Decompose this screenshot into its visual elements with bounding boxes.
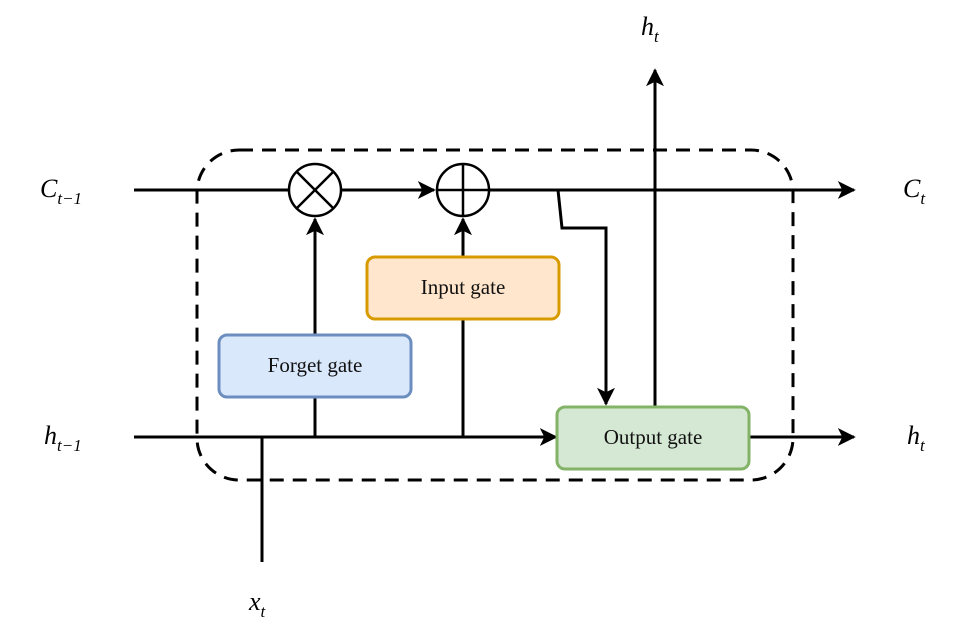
- forget-gate: Forget gate: [217, 333, 413, 399]
- label-h-top: ht: [641, 12, 660, 46]
- output-gate: Output gate: [555, 405, 751, 471]
- label-h-next: ht: [907, 421, 926, 455]
- add-operator-icon: [435, 162, 491, 218]
- multiply-operator-icon: [287, 162, 343, 218]
- label-x-input: xt: [248, 587, 267, 621]
- label-c-prev: Ct−1: [40, 174, 82, 208]
- forget-gate-label: Forget gate: [268, 353, 363, 377]
- label-c-next: Ct: [903, 174, 926, 208]
- input-gate-label: Input gate: [421, 275, 506, 299]
- label-h-prev: ht−1: [44, 421, 82, 455]
- input-gate: Input gate: [365, 255, 561, 321]
- cell-boundary: [195, 148, 795, 482]
- cell-to-output-line: [556, 189, 615, 406]
- output-gate-label: Output gate: [604, 425, 703, 449]
